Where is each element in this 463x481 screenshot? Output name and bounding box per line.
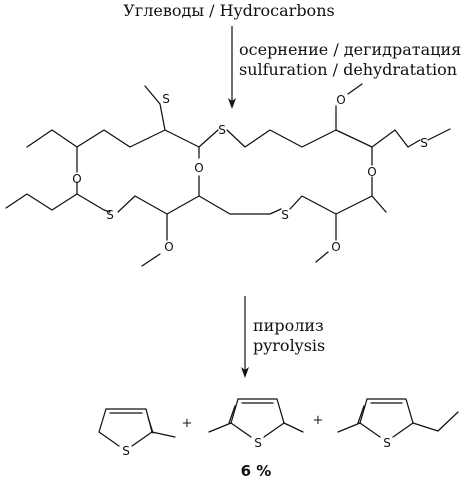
step2-label-ru: пиролиз [253, 316, 324, 335]
oxygen-atom-label: O [164, 240, 173, 254]
sulfur-atom-label: S [218, 123, 226, 137]
sulfur-atom-label: S [106, 208, 114, 222]
reaction-arrow-pyrolysis [241, 296, 249, 378]
sulfur-atom-label: S [420, 136, 428, 150]
product-2-methylthiophene: S [98, 408, 176, 458]
yield-label: 6 % [241, 462, 272, 480]
sulfur-atom-label: S [254, 436, 262, 450]
oxygen-atom-label: O [331, 240, 340, 254]
oxygen-atom-label: O [367, 165, 376, 179]
sulfur-atom-label: S [383, 436, 391, 450]
hydrocarbons-label: Углеводы / Hydrocarbons [123, 1, 334, 20]
sulfur-atom-label: S [162, 92, 170, 106]
step1-label-ru: осернение / дегидратация [239, 40, 461, 59]
plus-sign: + [313, 413, 324, 428]
plus-sign: + [182, 416, 193, 431]
product-2-5-dimethylthiophene: S [208, 398, 304, 450]
step1-label-en: sulfuration / dehydratation [239, 60, 457, 79]
product-2-ethyl-5-methylthiophene: S [337, 398, 459, 450]
sulfurated-polymer-structure: S S S S S O O O O O O [5, 83, 451, 267]
oxygen-atom-label: O [194, 161, 203, 175]
oxygen-atom-label: O [336, 93, 345, 107]
step2-label-en: pyrolysis [253, 336, 325, 355]
sulfur-atom-label: S [122, 444, 130, 458]
reaction-arrow-sulfuration [228, 26, 236, 109]
sulfur-atom-label: S [281, 208, 289, 222]
oxygen-atom-label: O [72, 172, 81, 186]
